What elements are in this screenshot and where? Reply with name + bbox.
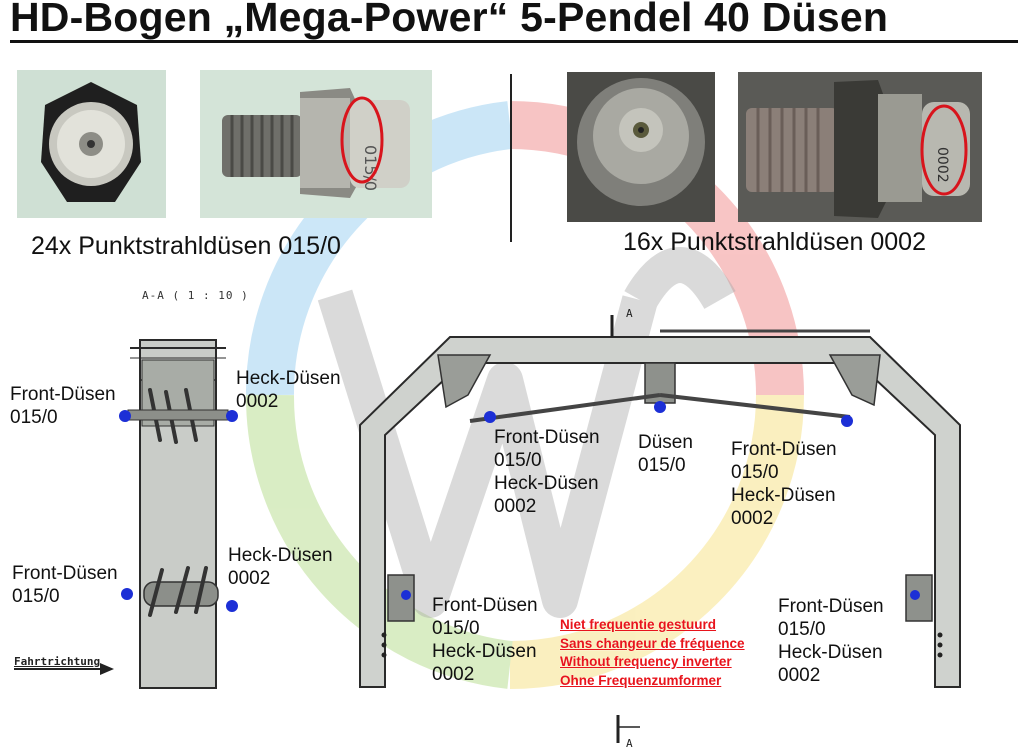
inverter-note-nl: Niet frequentie gestuurd	[560, 617, 717, 632]
nozzle-photo-015-side: 015/0	[200, 70, 432, 218]
photo-divider	[510, 74, 512, 242]
inverter-note: Niet frequentie gestuurd Sans changeur d…	[560, 616, 745, 690]
page-title: HD-Bogen „Mega-Power“ 5-Pendel 40 Düsen	[10, 0, 889, 40]
nozzle-icon	[119, 410, 131, 422]
nozzle-icon	[654, 401, 666, 413]
inverter-note-fr: Sans changeur de fréquence	[560, 635, 745, 651]
travel-direction-label: Fahrtrichtung	[14, 655, 101, 668]
inverter-note-en: Without frequency inverter	[560, 654, 732, 669]
section-marker-top: A	[626, 307, 633, 320]
caption-015-nozzles: 24x Punktstrahldüsen 015/0	[31, 232, 341, 260]
inverter-note-de: Ohne Frequenzumformer	[560, 672, 722, 688]
section-marker-bottom: A	[626, 737, 633, 750]
svg-text:0002: 0002	[934, 147, 950, 183]
caption-0002-nozzles: 16x Punktstrahldüsen 0002	[623, 228, 926, 256]
arch-frame-drawing: A A	[359, 307, 961, 750]
nozzle-icon	[226, 600, 238, 612]
nozzle-icon	[484, 411, 496, 423]
nozzle-icon	[401, 590, 411, 600]
nozzle-photo-0002-side: 0002	[738, 72, 982, 222]
nozzle-icon	[226, 410, 238, 422]
side-section-drawing	[14, 339, 238, 689]
section-view-label: A-A ( 1 : 10 )	[142, 289, 249, 302]
title-underline	[10, 40, 1018, 43]
nozzle-icon	[910, 590, 920, 600]
nozzle-photo-015-front	[17, 70, 166, 218]
nozzle-photo-0002-front	[567, 72, 715, 222]
svg-text:015/0: 015/0	[361, 145, 380, 191]
nozzle-icon	[121, 588, 133, 600]
nozzle-icon	[841, 415, 853, 427]
